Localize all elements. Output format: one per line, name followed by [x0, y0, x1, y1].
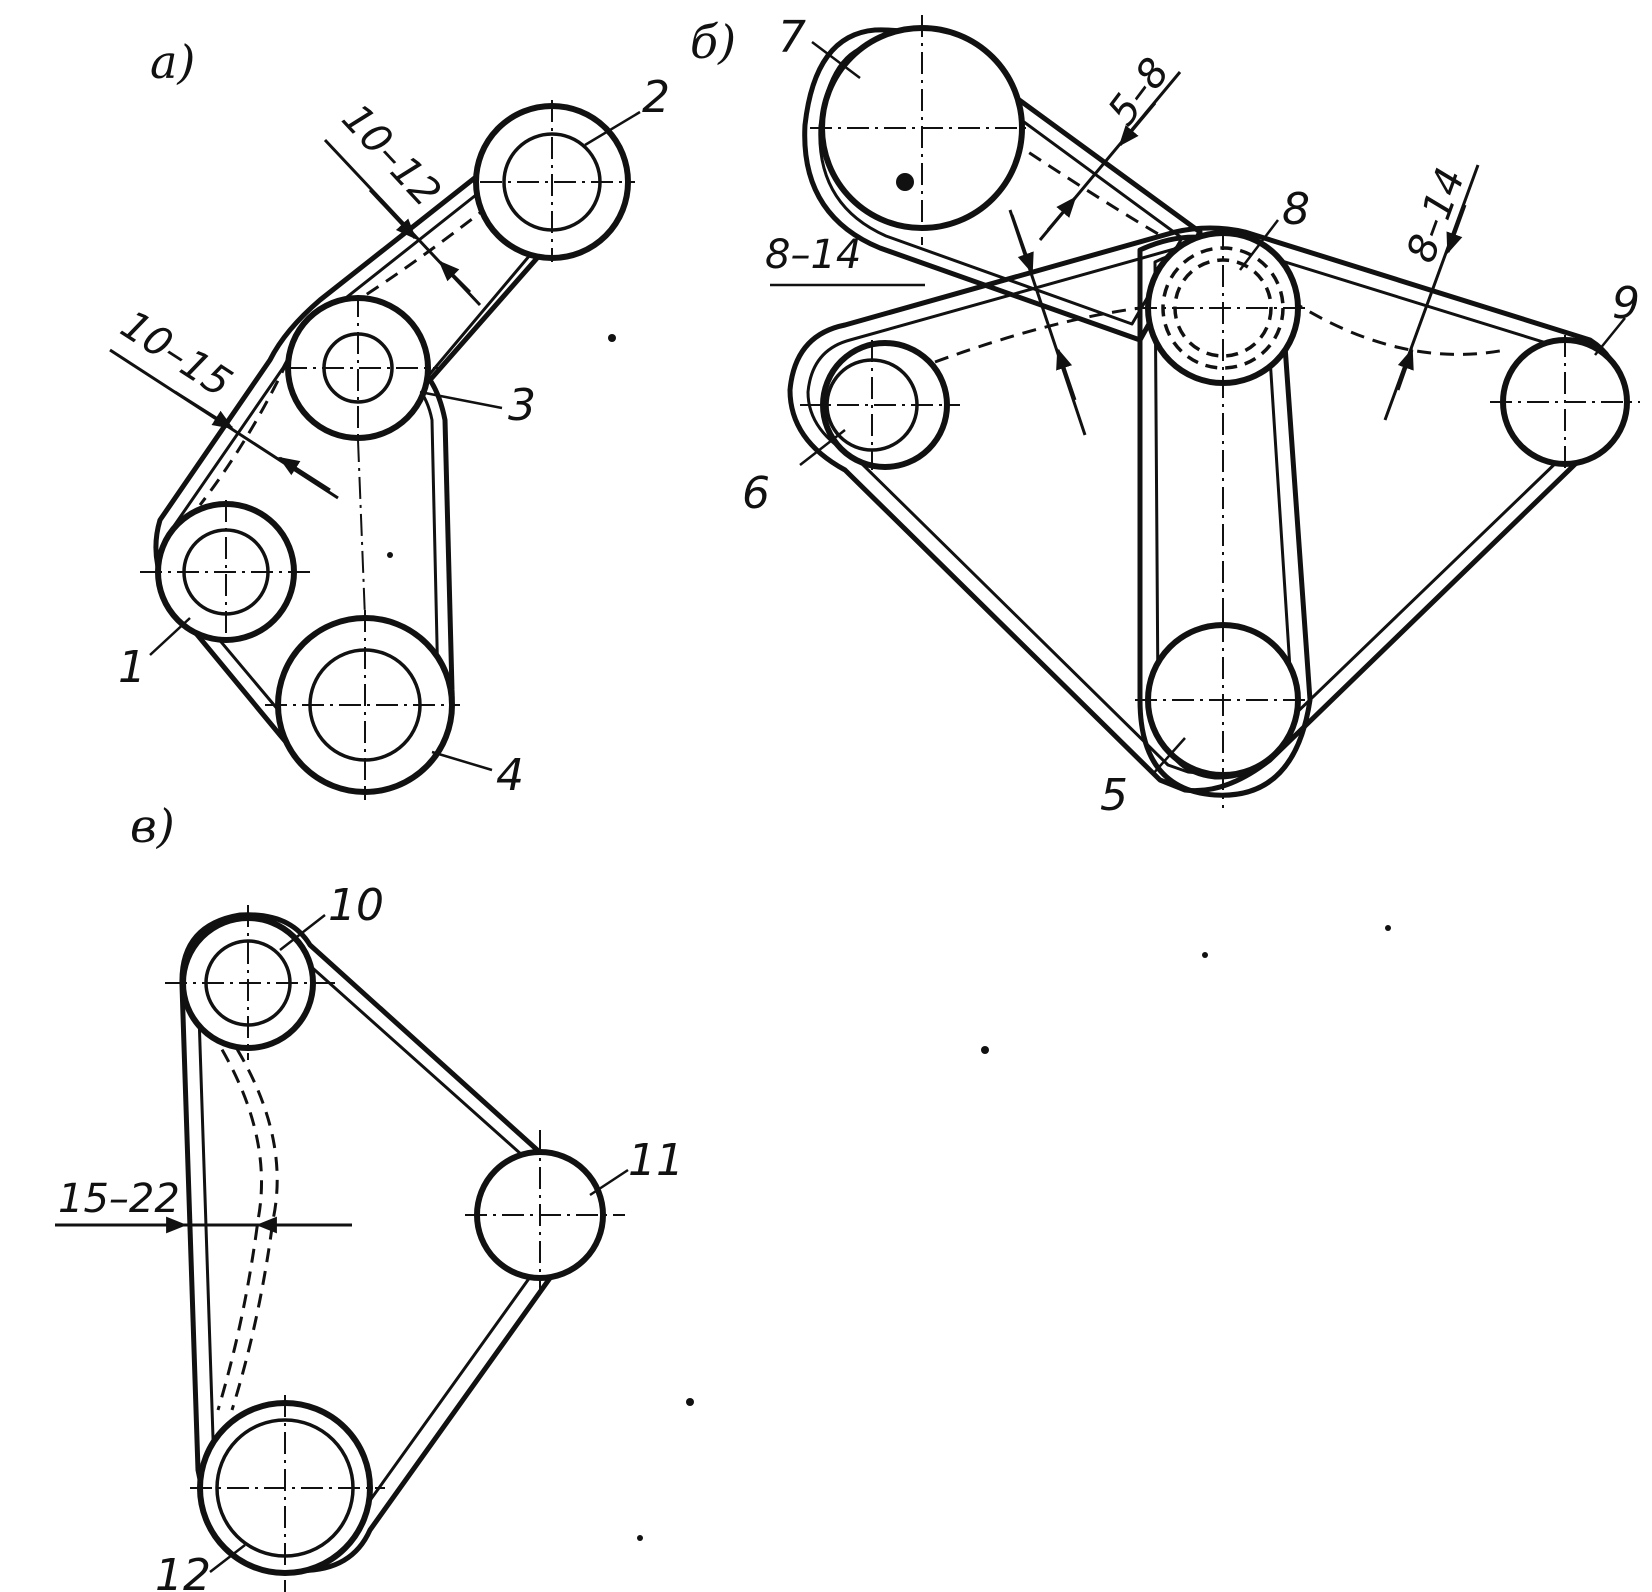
- pulley-4-label: 4: [496, 750, 524, 801]
- panel-a-label: а): [150, 35, 195, 89]
- pulley-12: [190, 1395, 385, 1592]
- pulley-7: [810, 15, 1030, 245]
- pulley-9-label: 9: [1612, 278, 1640, 329]
- belt-c-slack-2: [223, 1029, 279, 1411]
- dim-c-label: 15–22: [58, 1176, 180, 1222]
- pulley-1-label: 1: [118, 642, 146, 693]
- panel-a: а): [109, 35, 670, 801]
- dim-b-upper-label: 5–8: [1099, 50, 1178, 134]
- pulley-6: [800, 340, 960, 470]
- panel-b: б): [690, 12, 1640, 821]
- pulley-2: [473, 100, 635, 262]
- panel-b-label: б): [690, 15, 736, 69]
- pulley-11-label: 11: [628, 1135, 684, 1186]
- pulley-2-label: 2: [642, 72, 670, 123]
- belt-7-8-slack: [1009, 138, 1166, 240]
- pulley-7-label: 7: [778, 12, 806, 63]
- belt-main-slack-right: [1289, 298, 1506, 356]
- pulley-3-label: 3: [508, 380, 536, 431]
- pulley-5: [1135, 620, 1310, 808]
- scan-specks: [387, 334, 1391, 1541]
- dim-a-upper-label: 10–12: [333, 95, 450, 215]
- dim-b-left-label: 8–14: [765, 232, 861, 278]
- belt-a-slack-upper: [357, 203, 491, 302]
- belt-c-slack: [208, 1029, 264, 1411]
- pulley-9: [1490, 335, 1640, 470]
- belt-a-slack-left: [198, 359, 290, 506]
- belt-main-slack-left: [934, 306, 1141, 364]
- pulley-8: [1135, 228, 1310, 628]
- axis-3-4: [357, 439, 366, 619]
- pulley-6-label: 6: [742, 468, 770, 519]
- pulley-3: [285, 295, 440, 441]
- pulley-5-label: 5: [1100, 770, 1128, 821]
- dim-b-right-label: 8–14: [1398, 162, 1474, 268]
- belt-main-outer: [787, 225, 1621, 794]
- panel-c: в) 15–22 10: [55, 799, 684, 1592]
- panel-c-label: в): [130, 799, 175, 853]
- pulley-1: [140, 500, 310, 645]
- pulley-11: [465, 1130, 625, 1290]
- pulley-10-label: 10: [328, 880, 384, 931]
- pulley-8-label: 8: [1282, 184, 1310, 235]
- pulley-4: [265, 610, 460, 800]
- pulley-12-label: 12: [155, 1550, 211, 1592]
- dim-b-right-line: [1383, 164, 1480, 421]
